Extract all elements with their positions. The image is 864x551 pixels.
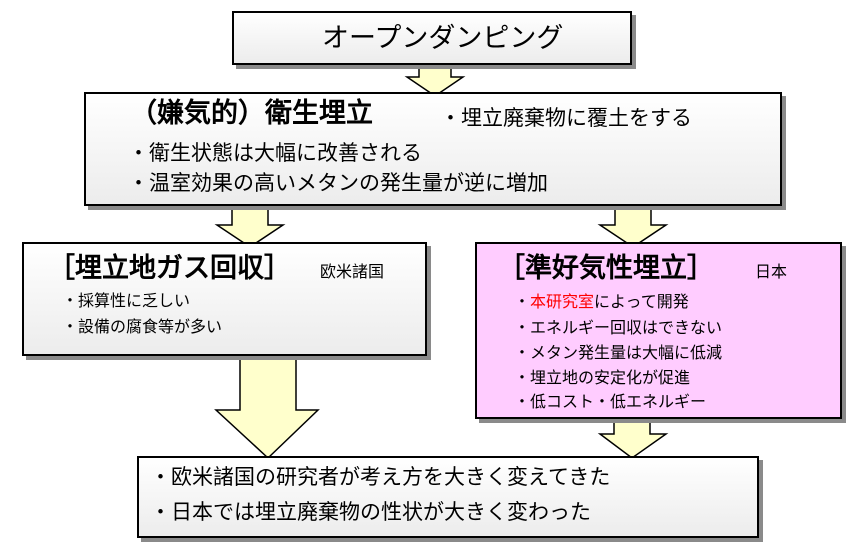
- gas-recovery-region: 欧米諸国: [320, 262, 385, 281]
- open-dumping-title: オープンダンピング: [322, 23, 564, 54]
- gas-recovery-box: [22, 242, 427, 356]
- semi-aerobic-bullet-1: ・本研究室によって開発: [514, 294, 689, 310]
- bullet-prefix: ・: [514, 292, 531, 311]
- arrow-sanitary-to-gas-recovery: [214, 202, 286, 248]
- sanitary-landfill-title: （嫌気的）衛生埋立: [130, 98, 373, 129]
- arrow-semi-aerobic-to-bottom: [597, 415, 669, 459]
- gas-recovery-bullet-1: ・採算性に乏しい: [62, 291, 191, 310]
- arrow-gas-recovery-to-bottom: [214, 351, 320, 460]
- semi-aerobic-title: ［準好気性埋立］: [498, 253, 714, 284]
- semi-aerobic-bullet-4: ・埋立地の安定化が促進: [514, 368, 691, 387]
- sanitary-bullet-1: ・衛生状態は大幅に改善される: [128, 141, 422, 165]
- bullet-suffix: によって開発: [594, 292, 689, 311]
- conclusion-bullet-2: ・日本では埋立廃棄物の性状が大きく変わった: [150, 500, 591, 524]
- arrow-sanitary-to-semi-aerobic: [597, 202, 669, 248]
- conclusion-box: [137, 456, 759, 538]
- gas-recovery-bullet-2: ・設備の腐食等が多い: [62, 317, 223, 336]
- open-dumping-box: [232, 11, 632, 65]
- semi-aerobic-bullet-5: ・低コスト・低エネルギー: [514, 392, 707, 411]
- semi-aerobic-box: [475, 242, 842, 419]
- conclusion-bullet-1: ・欧米諸国の研究者が考え方を大きく変えてきた: [150, 465, 611, 489]
- semi-aerobic-bullet-3: ・メタン発生量は大幅に低減: [514, 343, 723, 362]
- semi-aerobic-bullet-2: ・エネルギー回収はできない: [514, 318, 723, 337]
- semi-aerobic-region: 日本: [755, 262, 788, 281]
- sanitary-bullet-2: ・温室効果の高いメタンの発生量が逆に増加: [128, 171, 548, 195]
- lab-highlight: 本研究室: [530, 292, 595, 311]
- gas-recovery-title: ［埋立地ガス回収］: [48, 253, 291, 284]
- sanitary-landfill-note: ・埋立廃棄物に覆土をする: [440, 106, 692, 130]
- sanitary-landfill-box: [84, 92, 782, 206]
